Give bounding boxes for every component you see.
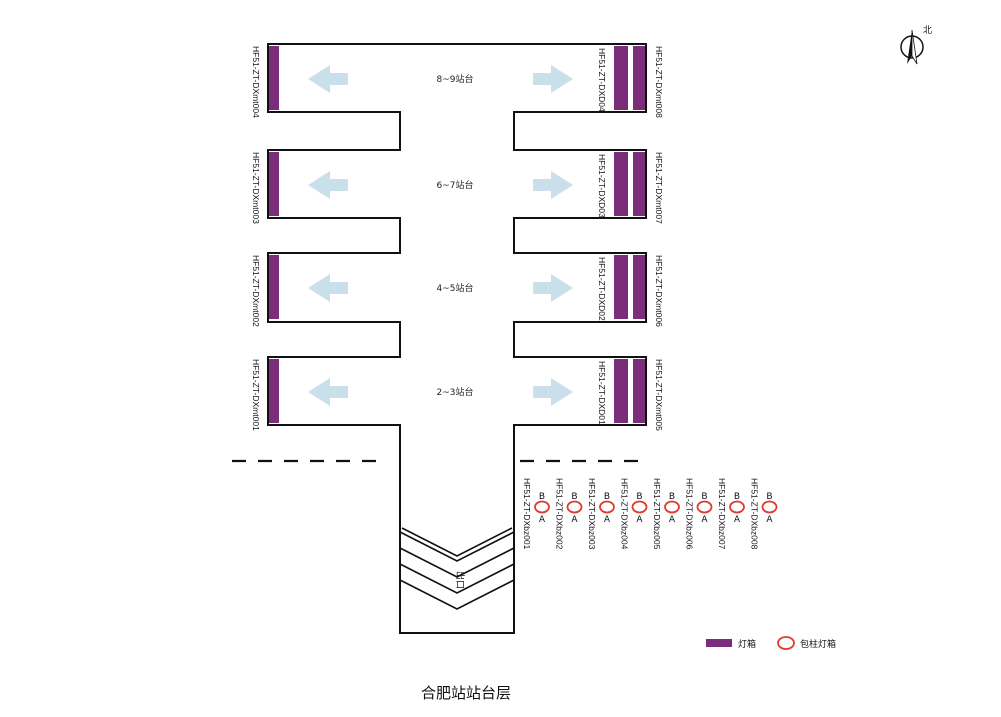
pillar-lightbox: HF51-ZT-DXbz008 B A	[750, 478, 778, 550]
lightbox-code-inner: HF51-ZT-DXD01	[597, 361, 607, 425]
pillar-ring-icon	[664, 500, 680, 514]
pillar-lightbox: HF51-ZT-DXbz004 B A	[620, 478, 648, 550]
lightbox-code-left: HF51-ZT-DXmt004	[251, 46, 261, 118]
pillar-face-b: B	[571, 492, 577, 502]
north-label: 北	[923, 25, 932, 36]
pillar-code: HF51-ZT-DXbz006	[685, 478, 695, 550]
pillar-code: HF51-ZT-DXbz004	[620, 478, 630, 550]
lightbox-left	[269, 46, 279, 110]
pillar-lightbox: HF51-ZT-DXbz003 B A	[587, 478, 615, 550]
legend-lightbox-swatch	[706, 639, 732, 647]
platform-name: 2~3站台	[437, 386, 474, 398]
pillar-face-b: B	[734, 492, 740, 502]
pillar-ring-icon	[729, 500, 745, 514]
lightbox-left	[269, 152, 279, 216]
lightbox-right-inner	[614, 152, 628, 216]
pillar-lightbox: HF51-ZT-DXbz007 B A	[717, 478, 745, 550]
pillar-face-a: A	[571, 515, 578, 525]
page-title: 合肥站站台层	[421, 684, 511, 702]
platform-3: 2~3站台 HF51-ZT-DXmt001 HF51-ZT-DXD01 HF51-ZT…	[251, 359, 664, 431]
pillar-ring-icon	[566, 500, 583, 514]
pillar-ring-icon	[599, 500, 615, 514]
lightbox-right-inner	[614, 46, 628, 110]
pillar-lightbox: HF51-ZT-DXbz002 B A	[555, 478, 583, 550]
exit-chevrons	[399, 527, 515, 610]
pillar-ring-icon	[534, 500, 550, 514]
pillar-face-b: B	[701, 492, 707, 502]
pillar-code: HF51-ZT-DXbz003	[587, 478, 597, 550]
lightbox-code-left: HF51-ZT-DXmt002	[251, 255, 261, 327]
pillar-face-a: A	[604, 515, 611, 525]
legend-pillar-label: 包柱灯箱	[800, 638, 836, 650]
pillar-code: HF51-ZT-DXbz002	[555, 478, 565, 550]
pillar-face-a: A	[701, 515, 708, 525]
arrow-right-icon	[533, 378, 573, 406]
lightbox-code-right: HF51-ZT-DXmt008	[654, 46, 664, 118]
pillar-face-b: B	[636, 492, 642, 502]
arrow-left-icon	[308, 378, 348, 406]
lightbox-right-inner	[614, 359, 628, 423]
building-outline	[267, 43, 647, 634]
platform-name: 6~7站台	[437, 179, 474, 191]
arrow-left-icon	[308, 65, 348, 93]
lightbox-code-inner: HF51-ZT-DXD02	[597, 257, 607, 321]
legend-lightbox-label: 灯箱	[738, 638, 756, 650]
pillar-code: HF51-ZT-DXbz001	[522, 478, 532, 550]
lightbox-right-outer	[633, 46, 645, 110]
lightbox-code-left: HF51-ZT-DXmt003	[251, 152, 261, 224]
pillar-code: HF51-ZT-DXbz008	[750, 478, 760, 550]
lightbox-gap	[629, 359, 633, 423]
platform-name: 4~5站台	[437, 282, 474, 294]
pillar-face-a: A	[669, 515, 676, 525]
arrow-left-icon	[308, 274, 348, 302]
pillar-lightbox: HF51-ZT-DXbz006 B A	[685, 478, 713, 550]
lightbox-gap	[629, 46, 633, 110]
arrow-right-icon	[533, 171, 573, 199]
pillar-face-a: A	[539, 515, 546, 525]
lightbox-gap	[629, 255, 633, 319]
lightbox-right-outer	[633, 152, 645, 216]
pillar-code: HF51-ZT-DXbz005	[652, 478, 662, 550]
arrow-left-icon	[308, 171, 348, 199]
pillar-face-a: A	[636, 515, 643, 525]
arrow-right-icon	[533, 274, 573, 302]
lightbox-right-outer	[633, 359, 645, 423]
pillar-ring-icon	[696, 500, 713, 514]
north-arrow-icon	[900, 29, 924, 65]
exit-label: 出口	[454, 571, 466, 589]
lightbox-code-inner: HF51-ZT-DXD04	[597, 48, 607, 112]
lightbox-gap	[629, 152, 633, 216]
pillar-face-b: B	[669, 492, 675, 502]
platform-2: 4~5站台 HF51-ZT-DXmt002 HF51-ZT-DXD02 HF51-ZT…	[251, 255, 664, 327]
pillar-face-b: B	[766, 492, 772, 502]
lightbox-code-inner: HF51-ZT-DXD03	[597, 154, 607, 218]
platform-1: 6~7站台 HF51-ZT-DXmt003 HF51-ZT-DXD03 HF51-ZT…	[251, 152, 664, 224]
lightbox-code-right: HF51-ZT-DXmt006	[654, 255, 664, 327]
pillar-ring-icon	[761, 500, 778, 514]
pillar-face-b: B	[539, 492, 545, 502]
pillar-face-a: A	[766, 515, 773, 525]
legend: 灯箱 包柱灯箱	[706, 636, 836, 650]
pillar-lightbox: HF51-ZT-DXbz005 B A	[652, 478, 680, 550]
pillar-code: HF51-ZT-DXbz007	[717, 478, 727, 550]
lightbox-left	[269, 255, 279, 319]
lightbox-left	[269, 359, 279, 423]
lightbox-code-left: HF51-ZT-DXmt001	[251, 359, 261, 431]
lightbox-code-right: HF51-ZT-DXmt005	[654, 359, 664, 431]
pillar-face-a: A	[734, 515, 741, 525]
arrow-right-icon	[533, 65, 573, 93]
lightbox-code-right: HF51-ZT-DXmt007	[654, 152, 664, 224]
pillar-ring-icon	[631, 500, 648, 514]
pillar-face-b: B	[604, 492, 610, 502]
lightbox-right-outer	[633, 255, 645, 319]
legend-pillar-swatch	[777, 636, 795, 650]
platform-name: 8~9站台	[437, 73, 474, 85]
lightbox-right-inner	[614, 255, 628, 319]
pillar-lightbox: HF51-ZT-DXbz001 B A	[522, 478, 550, 550]
platform-0: 8~9站台 HF51-ZT-DXmt004 HF51-ZT-DXD04 HF51-ZT…	[251, 46, 664, 118]
